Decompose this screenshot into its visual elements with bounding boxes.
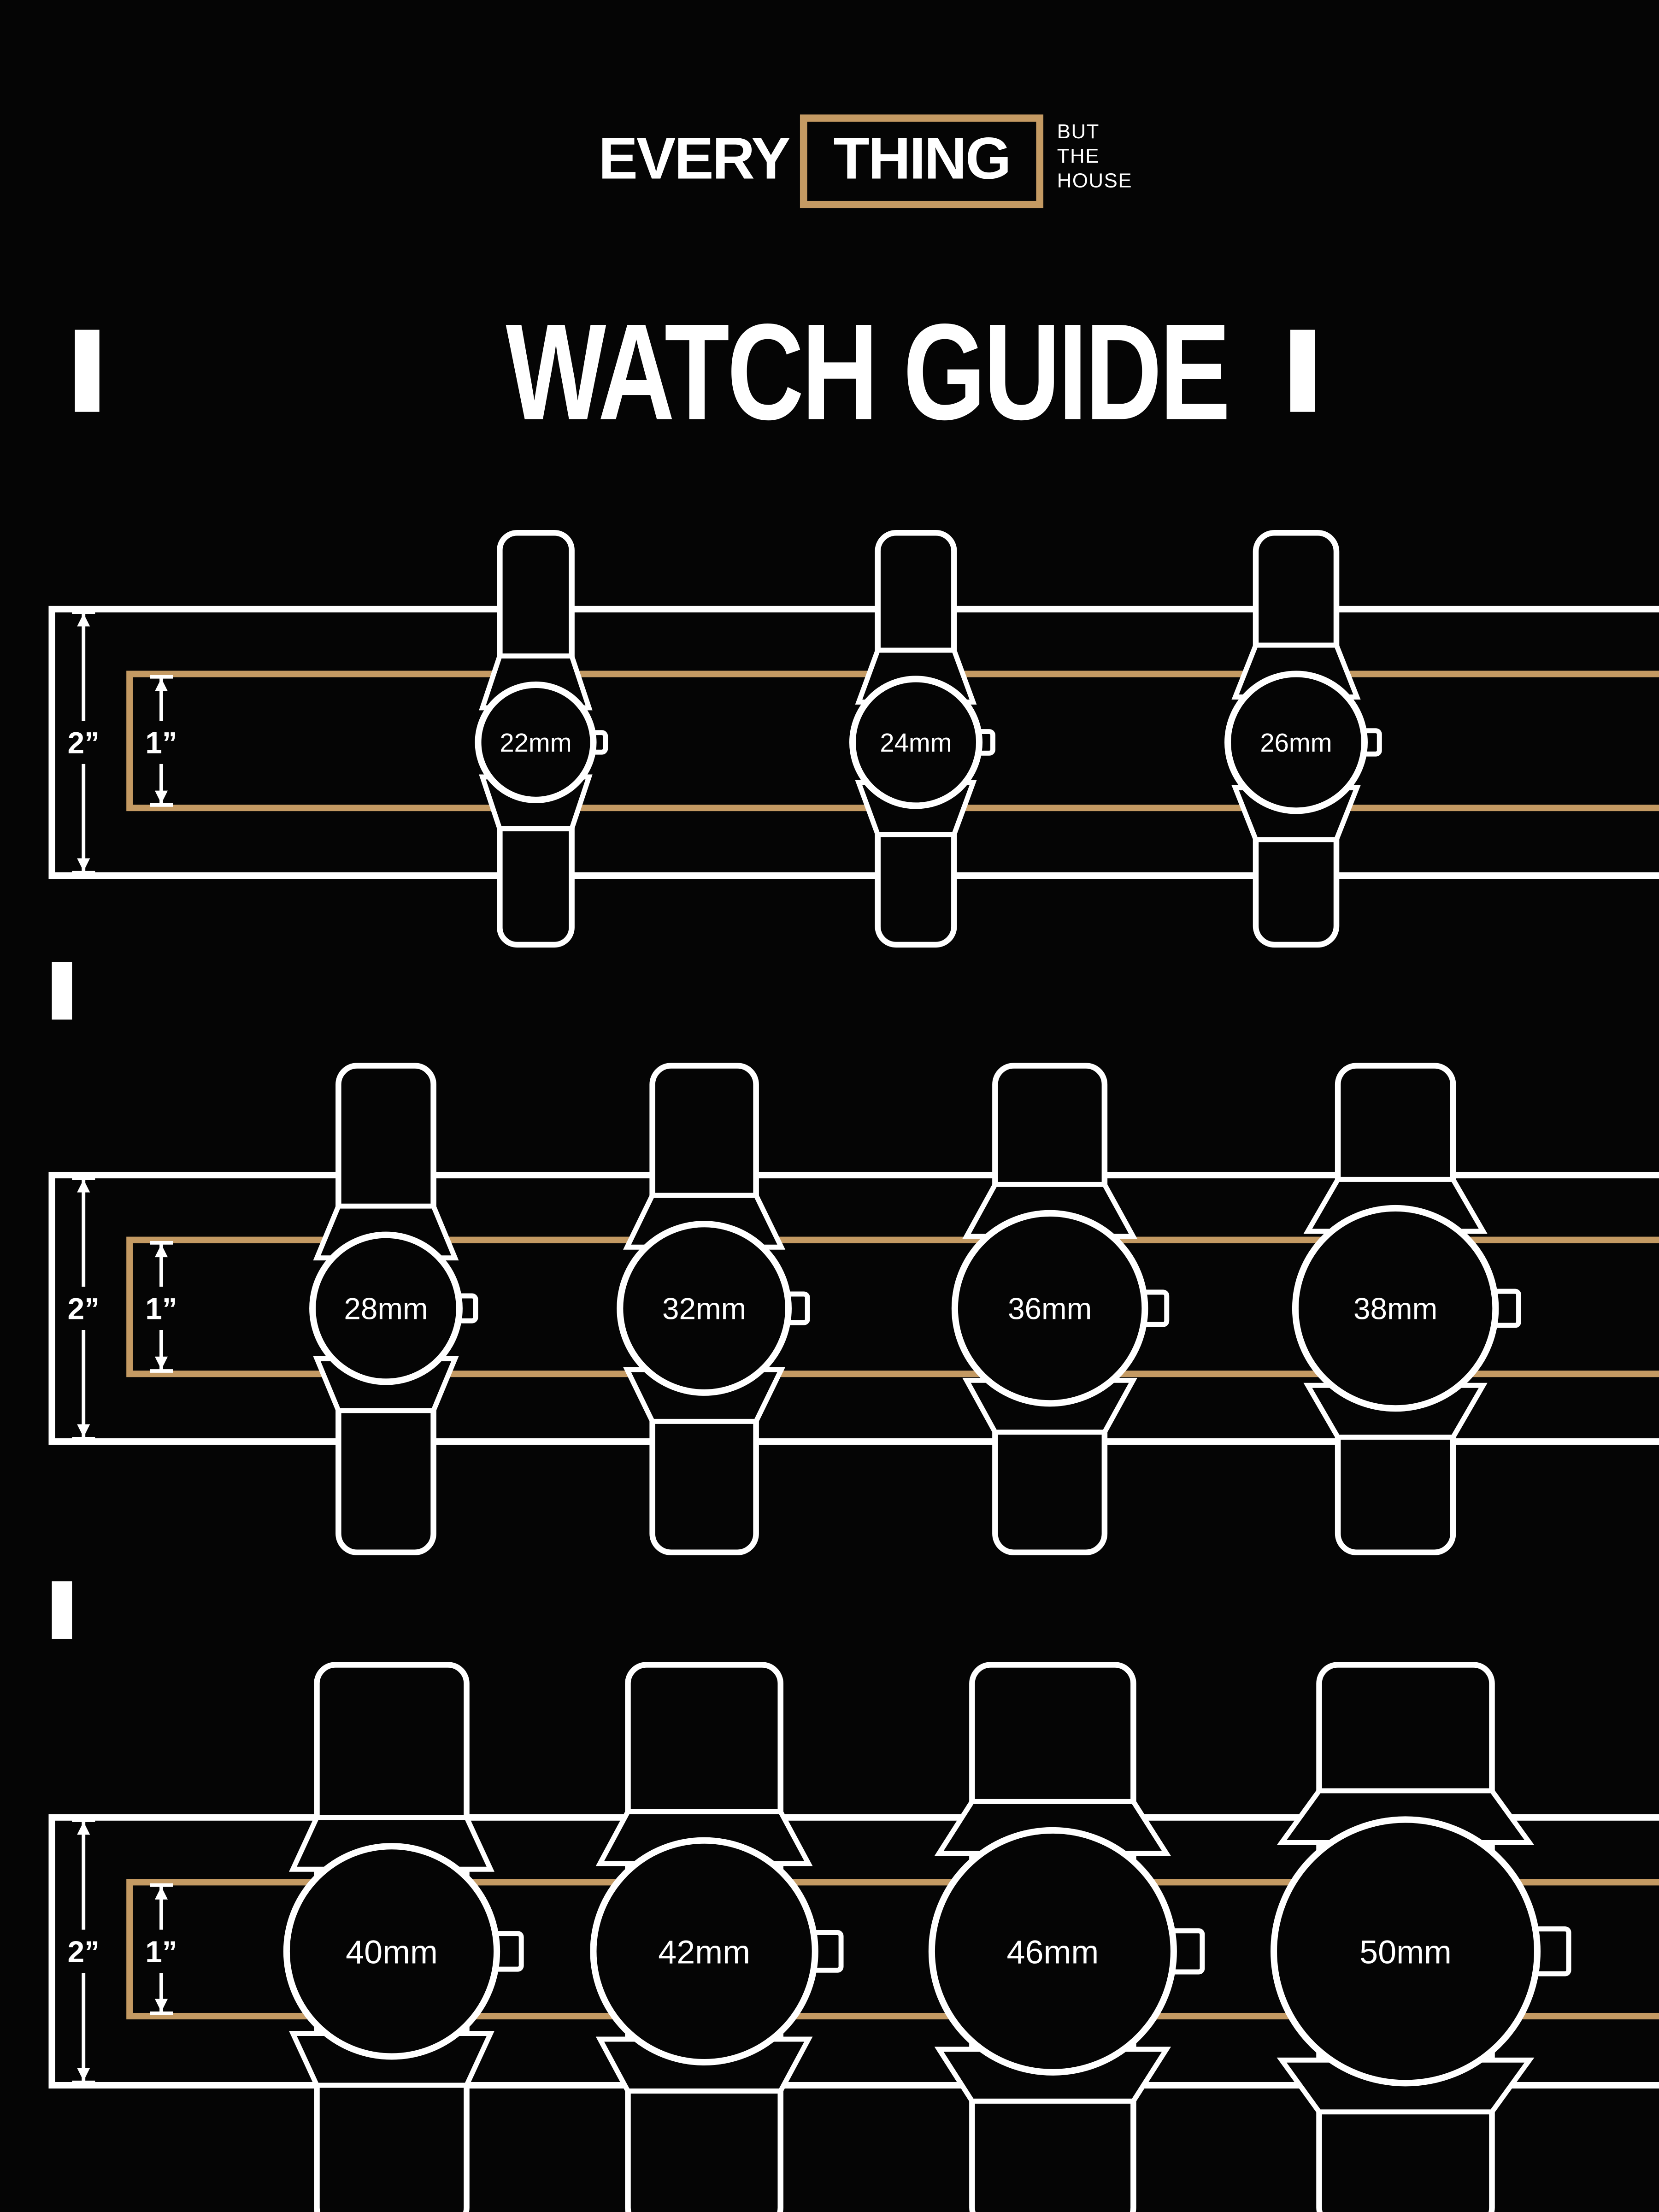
watch-size-label: 24mm [880,728,952,757]
dim-1in: 1” [145,1241,177,1373]
size-row-3: 2” 1” 40mm 42mm 46mm 50mm [48,1662,1659,2212]
size-row-2: 2” 1” 28mm 32mm 36mm 38mm [48,1063,1659,1555]
watch-case [475,681,597,803]
logo: EVERY THING BUT THE HOUSE [599,114,1132,208]
dim-2in-label: 2” [68,1935,100,1969]
logo-thing-box [800,114,1044,208]
dim-1in-arrow-down [154,1999,168,2012]
watch-row1-3: 26mm [1224,530,1382,948]
dim-2in: 2” [68,1176,100,1441]
watch-case [1292,1205,1499,1412]
dim-2in-arrow-up [77,613,90,627]
watch-case [283,1843,500,2060]
logo-tagline-house: HOUSE [1057,169,1132,192]
dim-1in-label: 1” [145,1292,177,1326]
watch-size-label: 26mm [1260,728,1332,757]
dim-2in-arrow-up [77,1179,90,1193]
watch-case [849,676,983,809]
dim-2in: 2” [68,1818,100,2084]
watch-size-label: 50mm [1359,1934,1452,1971]
watch-case [617,1221,792,1396]
watch-size-label: 28mm [344,1292,428,1326]
dim-1in: 1” [145,675,177,807]
dim-2in-label: 2” [68,726,100,759]
decorative-mark-divider-2 [52,1581,72,1639]
watch-row1-2: 24mm [849,530,995,948]
size-row-1: 2” 1” 22mm 24mm 26mm [48,530,1659,948]
dim-1in-arrow-up [154,678,168,691]
watch-row3-2: 42mm [590,1662,844,2212]
dim-1in-arrow-down [154,1356,168,1370]
dim-1in-arrow-up [154,1886,168,1900]
watch-size-label: 22mm [500,728,571,757]
size-rows: 2” 1” 22mm 24mm 26mm 2” 1” 28mm 32mm 36mm 38mm 2” 1”… [48,530,1659,2212]
watch-size-label: 40mm [346,1934,438,1971]
watch-row3-1: 40mm [283,1662,524,2212]
logo-thing-text: THING [834,126,1010,192]
page-title: WATCH GUIDE [506,295,1228,448]
title: WATCH GUIDE [506,295,1230,448]
inner-band-1in [126,1236,1659,1377]
dim-2in-arrow-down [77,2068,90,2081]
watch-size-label: 38mm [1353,1292,1437,1326]
watch-row2-3: 36mm [951,1063,1170,1555]
dim-1in-label: 1” [145,1935,177,1969]
decorative-mark-divider-1 [52,962,72,1020]
logo-every-text: EVERY [599,126,790,192]
decorative-mark-title-right [1290,329,1315,412]
logo-tagline-but: BUT [1057,120,1100,143]
watch-row2-4: 38mm [1292,1063,1521,1555]
watch-row2-2: 32mm [617,1063,810,1555]
watch-row3-4: 50mm [1271,1662,1571,2212]
dim-1in-arrow-up [154,1244,168,1258]
logo-tagline-the: THE [1057,145,1100,167]
dim-2in-arrow-down [77,858,90,871]
watch-case [309,1231,463,1385]
decorative-mark-title-left [75,329,100,412]
watch-case [1224,671,1368,814]
dim-2in-label: 2” [68,1292,100,1326]
watch-case [928,1827,1177,2076]
dim-2in-arrow-down [77,1424,90,1437]
dim-1in-label: 1” [145,726,177,759]
outer-band-2in [48,606,1659,879]
dim-2in-arrow-up [77,1822,90,1835]
watch-case [590,1837,818,2066]
dim-2in: 2” [68,610,100,875]
watch-case [951,1210,1148,1407]
watch-size-label: 32mm [662,1292,746,1326]
watch-row2-1: 28mm [309,1063,478,1555]
watch-size-label: 42mm [658,1934,750,1971]
watch-size-label: 36mm [1008,1292,1092,1326]
watch-row3-3: 46mm [928,1662,1205,2212]
dim-1in-arrow-down [154,790,168,804]
inner-band-1in [126,1879,1659,2020]
watch-size-label: 46mm [1007,1934,1099,1971]
outer-band-2in [48,1814,1659,2089]
watch-row1-1: 22mm [475,530,608,948]
outer-band-2in [48,1171,1659,1445]
dim-1in: 1” [145,1883,177,2015]
watch-case [1271,1816,1541,2087]
